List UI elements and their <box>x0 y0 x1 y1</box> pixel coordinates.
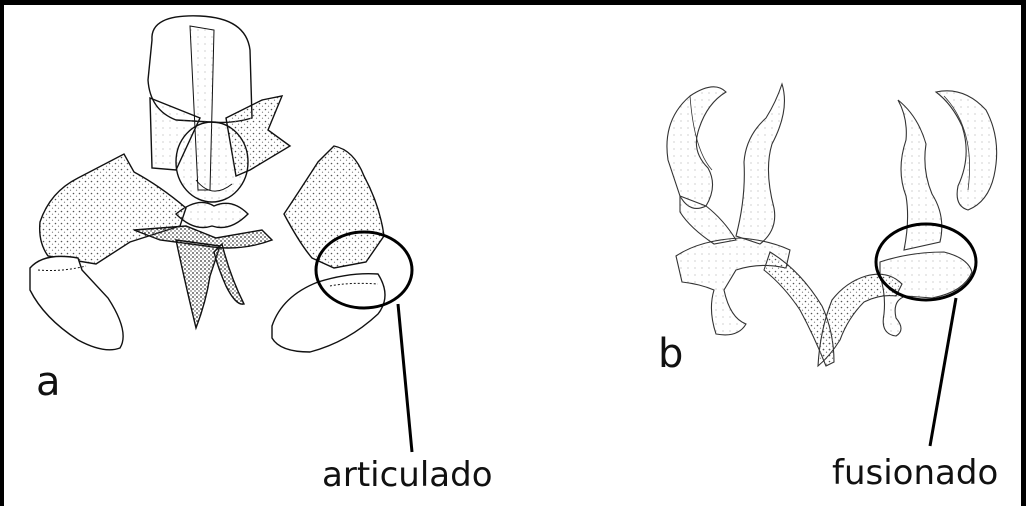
panel-a-letter: a <box>36 362 61 402</box>
left-upper-arm <box>736 84 784 244</box>
left-valve <box>40 154 186 264</box>
central-bulb <box>176 122 248 202</box>
callout-label-fusionado: fusionado <box>832 456 998 490</box>
callout-label-articulado: articulado <box>322 458 493 492</box>
right-valve <box>284 146 384 268</box>
right-base <box>880 252 972 336</box>
panel-a-drawing <box>30 16 412 452</box>
aedeagus <box>176 240 220 328</box>
right-clasper <box>272 274 385 352</box>
callout-line-b <box>930 298 956 446</box>
left-hook <box>667 87 726 209</box>
panel-b-letter: b <box>658 334 683 374</box>
panel-b-drawing <box>667 84 997 446</box>
right-process <box>214 244 244 304</box>
callout-line-a <box>398 304 412 452</box>
right-hook <box>936 91 997 210</box>
left-base <box>676 238 790 335</box>
